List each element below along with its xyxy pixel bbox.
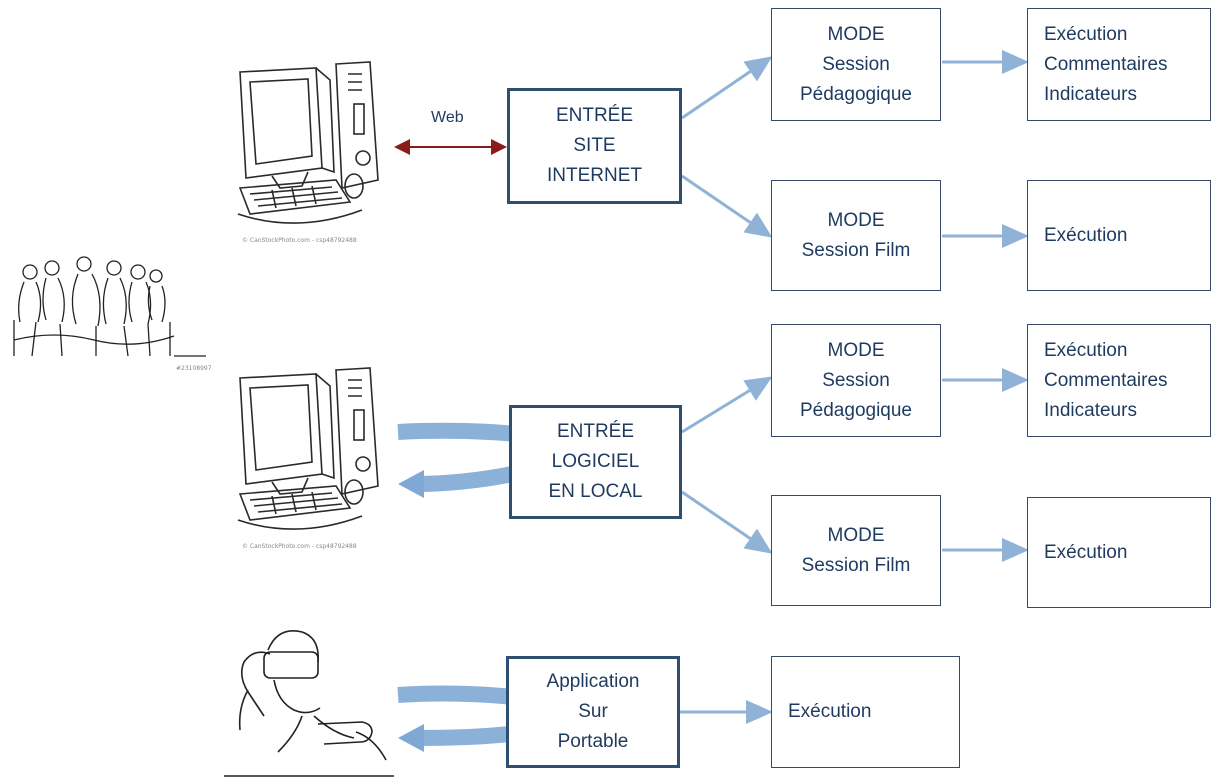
web-label: Web [431, 109, 464, 126]
flow-connectors [680, 50, 1029, 724]
result-app-box: Exécution [771, 656, 960, 768]
mode-line: Session Film [801, 554, 911, 576]
entry-local-line-2: LOGICIEL [551, 451, 640, 472]
result-line: Exécution [1044, 339, 1128, 361]
mode-line: Session Film [801, 239, 911, 261]
entry-app-line-2: Sur [578, 701, 608, 722]
entry-site-line-2: SITE [573, 135, 616, 156]
result-line: Indicateurs [1044, 399, 1137, 421]
entry-mobile-app-box: Application Sur Portable [506, 656, 680, 768]
entry-local-line-1: ENTRÉE [556, 421, 635, 442]
mode-line: Session [822, 53, 890, 75]
svg-text:#23108997: #23108997 [176, 365, 212, 372]
mode-session-film-site-box: MODE Session Film [771, 180, 941, 291]
mode-line: MODE [827, 339, 885, 361]
entry-local-line-3: EN LOCAL [548, 481, 643, 502]
entry-site-line-3: INTERNET [547, 165, 642, 186]
desktop-computer-icon: © CanStockPhoto.com - csp48792488 [232, 366, 382, 552]
mode-line: Pédagogique [800, 399, 912, 421]
result-line: Exécution [1044, 224, 1128, 246]
mode-line: MODE [827, 23, 885, 45]
svg-text:© CanStockPhoto.com - csp48792: © CanStockPhoto.com - csp48792488 [242, 543, 357, 550]
result-line: Exécution [1044, 541, 1128, 563]
vr-headset-user-icon [218, 620, 398, 780]
mode-line: Pédagogique [800, 83, 912, 105]
entry-site-internet-box: ENTRÉE SITE INTERNET [507, 88, 682, 204]
result-local-film-box: Exécution [1027, 497, 1211, 608]
entry-app-line-3: Portable [557, 731, 629, 752]
svg-text:© CanStockPhoto.com - csp48792: © CanStockPhoto.com - csp48792488 [242, 237, 357, 244]
result-site-pedagogique-box: Exécution Commentaires Indicateurs [1027, 8, 1211, 121]
mode-session-pedagogique-site-box: MODE Session Pédagogique [771, 8, 941, 121]
entry-app-line-1: Application [546, 671, 640, 692]
mode-session-film-local-box: MODE Session Film [771, 495, 941, 606]
result-line: Commentaires [1044, 53, 1168, 75]
result-line: Exécution [788, 701, 872, 722]
mode-session-pedagogique-local-box: MODE Session Pédagogique [771, 324, 941, 437]
mode-line: MODE [827, 209, 885, 231]
entry-local-software-box: ENTRÉE LOGICIEL EN LOCAL [509, 405, 682, 519]
mode-line: Session [822, 369, 890, 391]
mode-line: MODE [827, 524, 885, 546]
desktop-computer-icon: © CanStockPhoto.com - csp48792488 [232, 60, 382, 246]
result-site-film-box: Exécution [1027, 180, 1211, 291]
result-line: Commentaires [1044, 369, 1168, 391]
entry-site-line-1: ENTRÉE [555, 105, 634, 126]
result-line: Indicateurs [1044, 83, 1137, 105]
group-sketch-icon: #23108997 [4, 236, 212, 378]
result-local-pedagogique-box: Exécution Commentaires Indicateurs [1027, 324, 1211, 437]
result-line: Exécution [1044, 23, 1128, 45]
